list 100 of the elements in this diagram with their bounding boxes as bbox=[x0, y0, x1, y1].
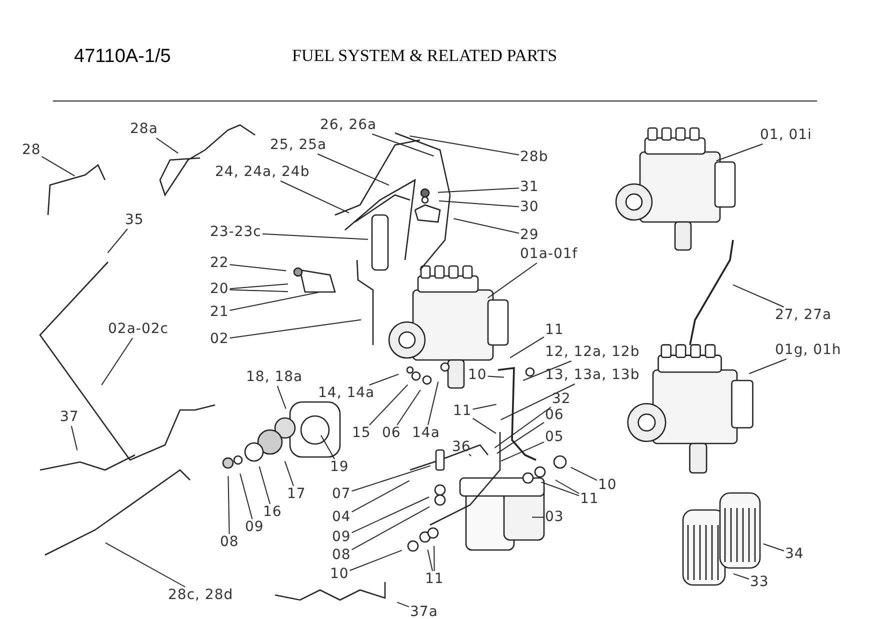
callout-number: 01g, 01h bbox=[775, 343, 842, 358]
callout-number: 06 bbox=[382, 426, 401, 441]
leader-line bbox=[732, 573, 750, 580]
leader-line bbox=[351, 465, 432, 492]
leader-line bbox=[70, 426, 78, 451]
callout-number: 11 bbox=[580, 492, 599, 507]
callout-number: 28 bbox=[22, 143, 41, 158]
callout-number: 01, 01i bbox=[760, 128, 812, 143]
callout-number: 11 bbox=[453, 404, 472, 419]
drawing-number: 47110A-1/5 bbox=[74, 46, 171, 68]
leader-line bbox=[349, 550, 402, 571]
leader-line bbox=[368, 374, 400, 386]
callout-number: 15 bbox=[352, 426, 371, 441]
leader-line bbox=[510, 336, 544, 358]
leader-line bbox=[438, 200, 520, 208]
callout-number: 36 bbox=[452, 440, 471, 455]
callout-number: 11 bbox=[545, 323, 564, 338]
callout-number: 28b bbox=[520, 150, 548, 165]
leader-line bbox=[284, 460, 294, 486]
leader-line bbox=[276, 386, 286, 410]
callout-number: 02a-02c bbox=[108, 322, 168, 337]
leader-line bbox=[41, 156, 76, 176]
leader-line bbox=[532, 516, 544, 518]
leader-line bbox=[409, 136, 520, 156]
leader-line bbox=[351, 480, 410, 512]
callout-number: 35 bbox=[125, 213, 144, 228]
callout-number: 16 bbox=[263, 505, 282, 520]
leader-line bbox=[522, 360, 572, 381]
callout-number: 07 bbox=[332, 487, 351, 502]
leader-line bbox=[372, 134, 434, 156]
leader-line bbox=[500, 442, 544, 462]
leader-line bbox=[369, 384, 408, 426]
leader-line bbox=[496, 422, 544, 454]
callout-number: 25, 25a bbox=[270, 138, 327, 153]
leader-line bbox=[472, 418, 496, 434]
leader-line bbox=[468, 454, 472, 456]
callout-number: 31 bbox=[520, 180, 539, 195]
callout-number: 29 bbox=[520, 228, 539, 243]
leader-line bbox=[540, 482, 580, 496]
leader-line bbox=[438, 188, 520, 193]
leader-line bbox=[240, 473, 253, 520]
callout-number: 23-23c bbox=[210, 225, 262, 240]
leader-line bbox=[472, 404, 497, 410]
leader-line bbox=[487, 376, 504, 378]
leader-line bbox=[762, 543, 784, 552]
callout-number: 04 bbox=[332, 510, 351, 525]
callout-number: 17 bbox=[287, 487, 306, 502]
callout-number: 37a bbox=[410, 605, 438, 619]
callout-number: 10 bbox=[598, 478, 617, 493]
callout-number: 09 bbox=[245, 520, 264, 535]
leader-line bbox=[427, 549, 433, 572]
leader-line bbox=[228, 476, 230, 534]
callout-number: 05 bbox=[545, 430, 564, 445]
callout-number: 34 bbox=[785, 547, 804, 562]
leader-line bbox=[229, 292, 319, 311]
leader-line bbox=[229, 284, 288, 290]
leader-line bbox=[428, 381, 439, 426]
leader-line bbox=[351, 506, 430, 550]
leader-line bbox=[317, 154, 390, 186]
callout-number: 33 bbox=[750, 575, 769, 590]
callout-number: 28a bbox=[130, 122, 158, 137]
callout-number: 22 bbox=[210, 256, 229, 271]
callout-number: 30 bbox=[520, 200, 539, 215]
callout-number: 18, 18a bbox=[246, 370, 303, 385]
leader-line bbox=[229, 319, 362, 338]
callout-number: 14, 14a bbox=[318, 386, 375, 401]
callout-number: 19 bbox=[330, 460, 349, 475]
leader-line bbox=[434, 546, 435, 572]
leader-line bbox=[748, 358, 787, 374]
callout-number: 24, 24a, 24b bbox=[215, 165, 310, 180]
leader-line bbox=[453, 218, 520, 234]
callout-number: 01a-01f bbox=[520, 247, 578, 262]
leader-line bbox=[101, 338, 134, 386]
leader-line bbox=[396, 602, 410, 608]
callout-number: 03 bbox=[545, 510, 564, 525]
callout-number: 09 bbox=[332, 530, 351, 545]
leader-line bbox=[229, 289, 288, 292]
callout-number: 02 bbox=[210, 332, 229, 347]
leader-line bbox=[554, 480, 580, 494]
leader-line bbox=[494, 406, 552, 448]
callout-number: 11 bbox=[425, 572, 444, 587]
callout-number: 08 bbox=[332, 548, 351, 563]
leader-line bbox=[396, 390, 421, 426]
leader-line bbox=[500, 384, 576, 420]
page-title: FUEL SYSTEM & RELATED PARTS bbox=[292, 46, 558, 66]
leader-line bbox=[487, 262, 538, 298]
callout-number: 20 bbox=[210, 282, 229, 297]
callout-number: 32 bbox=[552, 392, 571, 407]
callout-number: 06 bbox=[545, 408, 564, 423]
leader-line bbox=[351, 496, 430, 534]
callout-number: 08 bbox=[220, 535, 239, 550]
callout-number: 13, 13a, 13b bbox=[545, 368, 640, 383]
callout-number: 10 bbox=[468, 368, 487, 383]
leader-line bbox=[570, 466, 598, 481]
callout-number: 10 bbox=[330, 567, 349, 582]
callout-number: 12, 12a, 12b bbox=[545, 345, 640, 360]
leader-line bbox=[258, 466, 270, 504]
leader-line bbox=[262, 233, 368, 240]
leader-line bbox=[105, 542, 186, 588]
leader-line bbox=[732, 284, 784, 308]
